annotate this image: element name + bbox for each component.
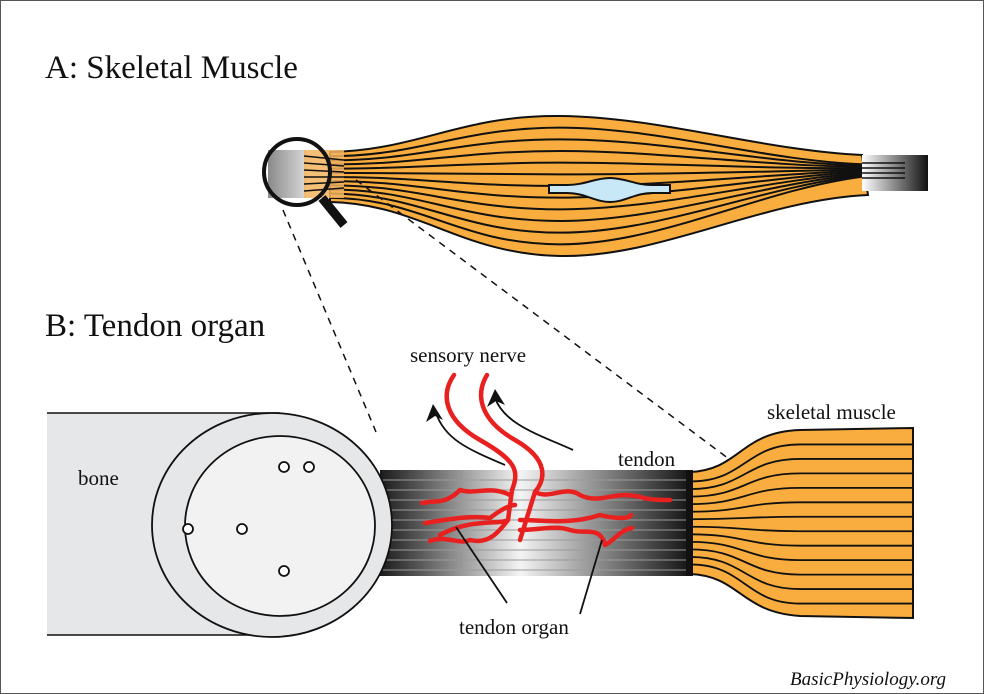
skeletal-muscle-a [268,114,928,258]
muscle-fiber [689,458,913,490]
panel-a-title: A: Skeletal Muscle [45,50,298,86]
skeletal-muscle-b [686,426,914,620]
muscle-fiber [689,556,913,590]
muscle-fiber [689,563,913,605]
sensory-nerve-label: sensory nerve [410,343,526,367]
muscle-fiber [329,172,863,211]
credit-text: BasicPhysiology.org [790,669,946,690]
muscle-fiber [329,138,863,167]
muscle-fiber [689,501,913,513]
muscle-fiber [329,161,863,170]
muscle-fiber [329,170,863,199]
magnifier-icon [262,137,348,228]
tendon-organ-label: tendon organ [459,615,569,639]
muscle-fiber [689,533,913,547]
muscle-spindle [548,176,671,204]
zoom-guide-lines [282,179,734,463]
bone-canals [182,461,315,577]
tendon-organ-nerve-endings [419,372,673,548]
sensory-arrows [435,397,574,466]
skeletal-muscle-label: skeletal muscle [767,400,896,424]
muscle-fiber [329,175,863,246]
muscle-fiber [329,168,863,176]
tendon-organ-pointers [455,526,603,615]
panel-b-title: B: Tendon organ [45,308,265,344]
arrowhead-icon [487,389,505,407]
muscle-fiber [689,540,913,562]
muscle-fiber [689,548,913,576]
muscle-fiber [329,173,863,223]
arrowhead-icon [426,404,443,422]
muscle-fiber [689,472,913,498]
muscle-fiber [689,525,913,533]
bone-label: bone [78,466,119,490]
muscle-fibers-b [689,443,913,605]
tendon-label: tendon [618,447,676,471]
muscle-fiber [329,126,863,166]
muscle-fiber [329,174,863,234]
muscle-fiber [329,149,863,168]
bone [47,412,692,638]
tendon-right-stripes [862,162,905,179]
muscle-fiber [689,443,913,483]
muscle-fiber [689,515,913,521]
arrowhead-icons [426,389,505,422]
muscle-fiber [689,486,913,506]
tendon-left-a [268,150,306,198]
